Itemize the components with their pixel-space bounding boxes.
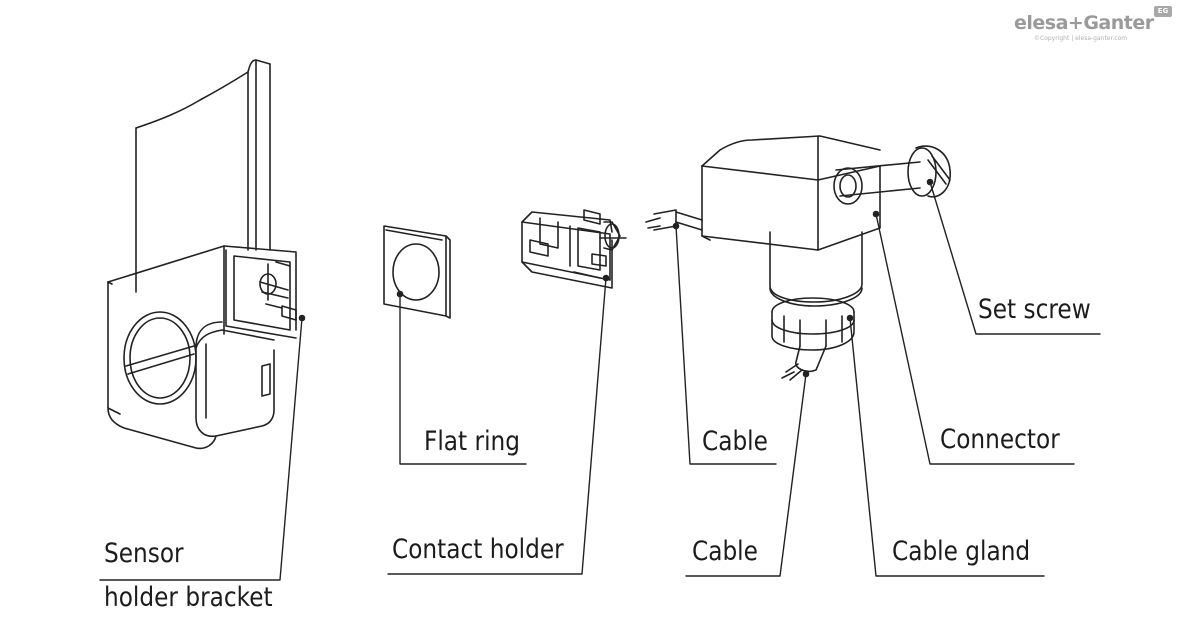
label-sensor-holder-line2: holder bracket: [104, 582, 273, 613]
brand-name: elesa+Ganter: [1014, 12, 1154, 34]
label-flat-ring: Flat ring: [424, 426, 520, 457]
label-connector: Connector: [940, 424, 1060, 455]
set-screw-drawing: [835, 145, 951, 198]
label-set-screw: Set screw: [978, 294, 1091, 325]
brand-logo: elesa+Ganter EG ©Copyright | elesa-gante…: [1014, 6, 1172, 48]
label-cable-lower: Cable: [692, 536, 758, 567]
flat-ring-drawing: [383, 225, 451, 319]
label-cable-gland: Cable gland: [892, 536, 1031, 567]
sensor-holder-bracket-drawing: [107, 59, 297, 450]
brand-tagline: ©Copyright | elesa-ganter.com: [1034, 35, 1128, 42]
connector-drawing: [645, 135, 881, 381]
contact-holder-drawing: [521, 209, 627, 289]
label-sensor-holder-line1: Sensor: [104, 538, 184, 569]
label-contact-holder: Contact holder: [392, 534, 564, 565]
leader-lines: [99, 178, 1101, 581]
label-cable-upper: Cable: [702, 426, 768, 457]
brand-badge: EG: [1154, 6, 1172, 17]
